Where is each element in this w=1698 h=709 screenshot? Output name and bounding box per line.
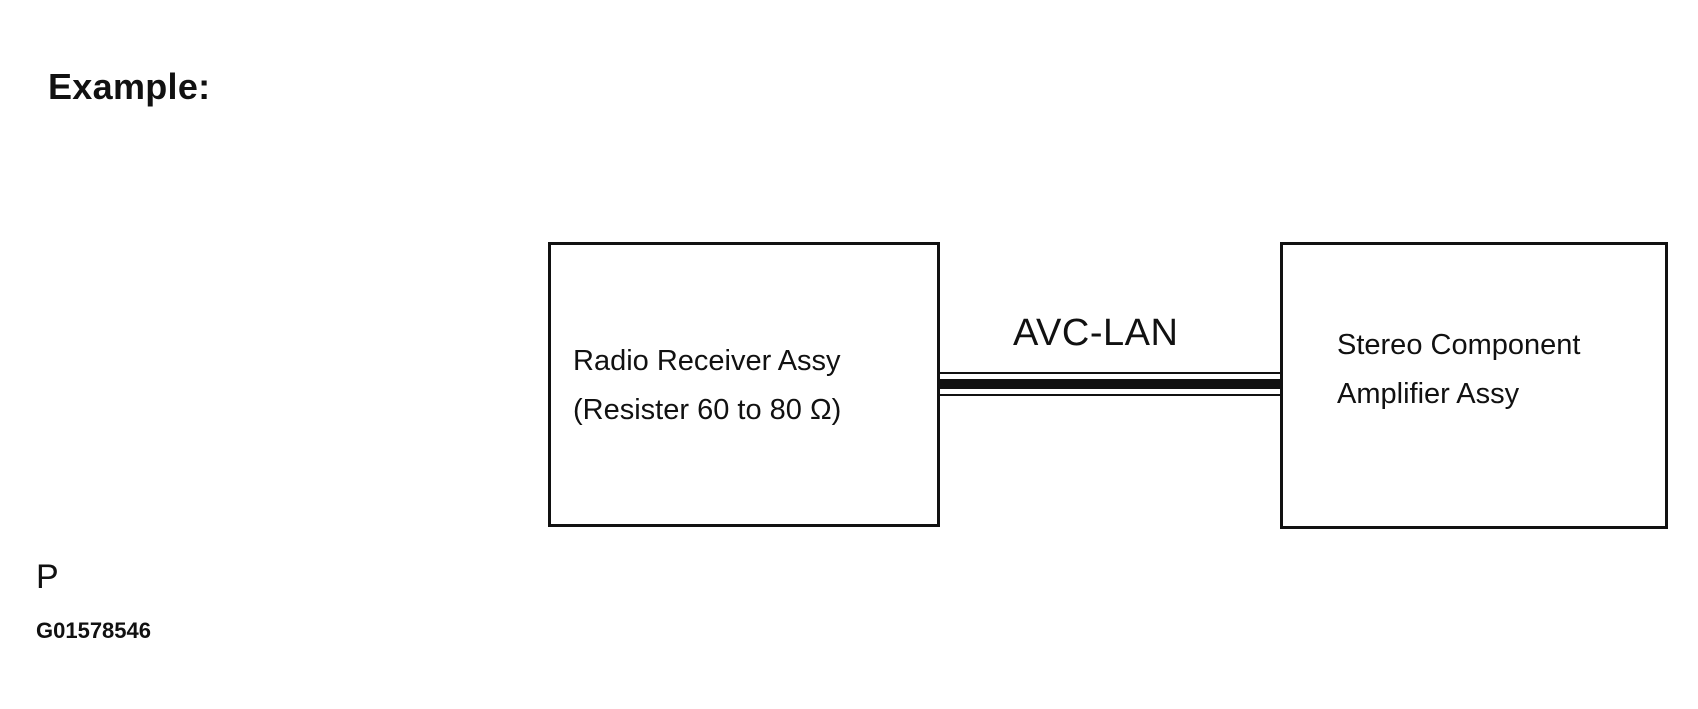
stereo-amplifier-label: Stereo Component Amplifier Assy <box>1337 321 1580 419</box>
radio-receiver-box: Radio Receiver Assy (Resister 60 to 80 Ω… <box>548 242 940 527</box>
avc-lan-bus-line <box>939 372 1282 396</box>
radio-receiver-line-1: Radio Receiver Assy <box>573 345 841 377</box>
figure-code-number: G01578546 <box>36 618 151 643</box>
example-heading: Example: <box>48 66 211 107</box>
avc-lan-label: AVC-LAN <box>1013 312 1179 354</box>
stereo-amplifier-line-2: Amplifier Assy <box>1337 378 1520 410</box>
radio-receiver-label: Radio Receiver Assy (Resister 60 to 80 Ω… <box>573 337 841 435</box>
stereo-amplifier-line-1: Stereo Component <box>1337 329 1581 361</box>
radio-receiver-line-2: (Resister 60 to 80 Ω) <box>573 394 842 426</box>
stereo-amplifier-box: Stereo Component Amplifier Assy <box>1280 242 1668 529</box>
figure-code-letter: P <box>36 558 59 596</box>
bus-line-core <box>939 379 1282 389</box>
